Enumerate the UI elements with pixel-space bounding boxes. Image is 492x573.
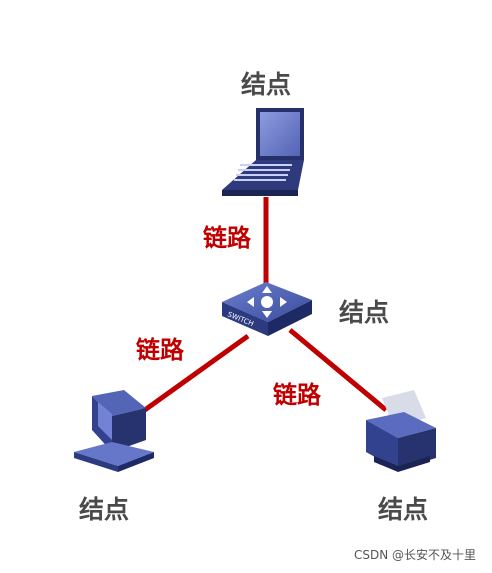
switch-node-label: 结点	[339, 298, 390, 327]
link-label-top: 链路	[203, 224, 251, 252]
printer-icon	[366, 390, 436, 472]
link-label-left: 链路	[136, 336, 184, 364]
switch-icon: SWITCH	[222, 282, 312, 336]
link-label-right: 链路	[273, 381, 321, 409]
printer-node-label: 结点	[378, 495, 429, 524]
laptop-icon	[222, 108, 304, 196]
watermark: CSDN @长安不及十里	[353, 548, 476, 562]
desktop-node-label: 结点	[79, 495, 130, 524]
desktop-icon	[74, 390, 154, 472]
laptop-node-label: 结点	[241, 70, 292, 99]
link-line-left	[140, 333, 250, 415]
link-line-right	[288, 328, 388, 412]
